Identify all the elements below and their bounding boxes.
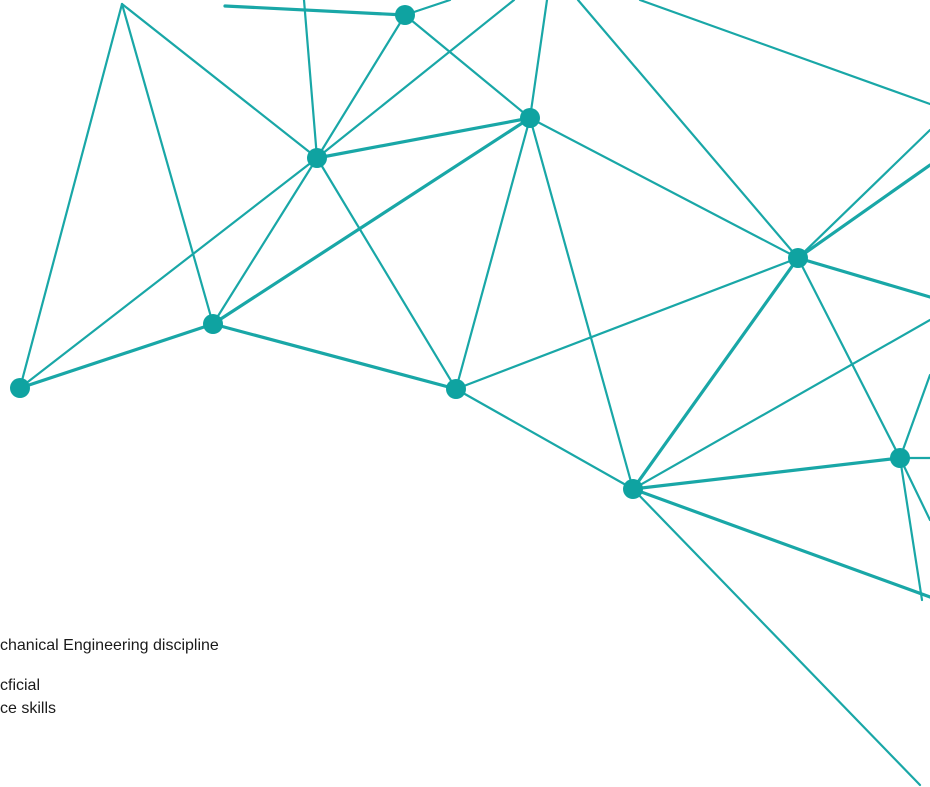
network-node — [307, 148, 327, 168]
network-edge — [211, 322, 458, 391]
network-node — [788, 248, 808, 268]
text-line-official: cficial — [0, 676, 40, 696]
network-node — [890, 448, 910, 468]
network-node — [520, 108, 540, 128]
network-node — [395, 5, 415, 25]
network-edge — [631, 256, 800, 491]
network-edge — [796, 163, 930, 260]
text-line-discipline: chanical Engineering discipline — [0, 636, 219, 656]
network-edge — [120, 2, 319, 160]
network-edge — [454, 256, 800, 391]
network-edge — [211, 116, 532, 326]
text-line-discipline-label: chanical Engineering discipline — [0, 637, 219, 654]
network-edge — [18, 2, 124, 390]
network-edge — [796, 256, 902, 460]
network-edge — [898, 373, 930, 460]
network-edge — [528, 116, 635, 491]
network-edge — [528, 0, 549, 120]
network-edge — [120, 2, 215, 326]
text-line-official-label: cficial — [0, 677, 41, 694]
network-edge — [796, 256, 930, 299]
network-edge — [18, 156, 319, 390]
network-edge — [898, 456, 930, 522]
network-edge — [223, 4, 407, 17]
network-edge — [528, 116, 800, 260]
network-edge — [576, 0, 800, 260]
network-node — [446, 379, 466, 399]
network-nodes — [10, 5, 910, 499]
text-line-skills-label: ce skills — [0, 700, 57, 717]
network-edge — [315, 13, 407, 160]
network-edge — [403, 13, 532, 120]
network-edge — [631, 318, 930, 491]
network-node — [203, 314, 223, 334]
network-edge — [211, 156, 319, 326]
network-edge — [454, 387, 635, 491]
network-node — [10, 378, 30, 398]
network-node — [623, 479, 643, 499]
text-line-skills: ce skills — [0, 699, 56, 719]
network-edge — [898, 456, 924, 602]
network-edge — [638, 0, 930, 106]
network-edge — [315, 116, 532, 160]
network-edge — [631, 456, 902, 491]
network-edge — [631, 487, 930, 599]
network-edges — [18, 0, 930, 787]
network-edge — [302, 0, 319, 160]
network-edge — [315, 0, 516, 160]
network-edge — [454, 116, 532, 391]
network-edge — [631, 487, 922, 787]
network-edge — [315, 156, 458, 391]
network-edge — [18, 322, 215, 390]
network-edge — [796, 128, 930, 260]
